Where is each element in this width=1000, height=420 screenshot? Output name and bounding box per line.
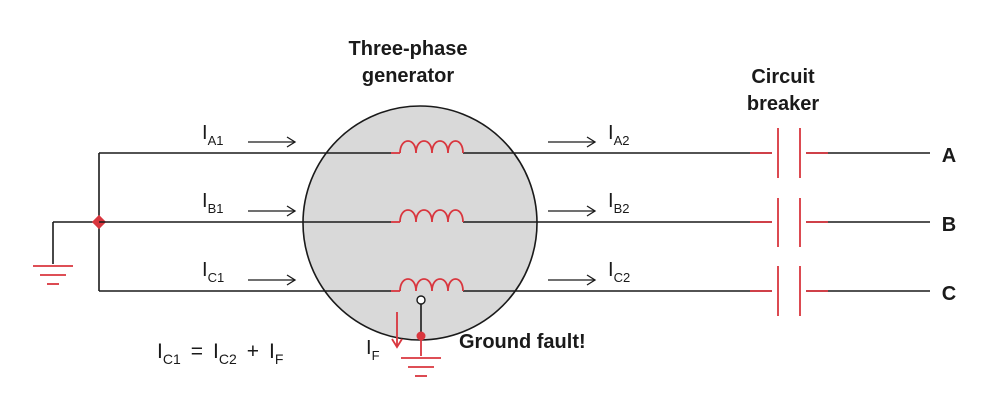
generator-title-line2: generator bbox=[362, 65, 454, 87]
generator-title-line1: Three-phase bbox=[349, 38, 468, 60]
fault-tap-node bbox=[416, 295, 426, 305]
arrow-ib1-icon bbox=[248, 205, 297, 217]
current-ic2-label: IC2 bbox=[608, 259, 630, 285]
current-ib2-label: IB2 bbox=[608, 190, 629, 216]
current-equation: IC1=IC2+IF bbox=[157, 340, 283, 367]
fault-current-label: IF bbox=[366, 337, 380, 363]
breaker-title-line1: Circuit bbox=[751, 66, 815, 88]
breaker-c-icon bbox=[750, 266, 828, 316]
fault-ground-node bbox=[416, 331, 426, 341]
terminal-b-label: B bbox=[942, 214, 956, 236]
generator-circle bbox=[302, 105, 538, 341]
arrow-ic2-icon bbox=[548, 274, 597, 286]
breaker-title-line2: breaker bbox=[747, 93, 819, 115]
arrow-ia1-icon bbox=[248, 136, 297, 148]
phase-a-coil-icon bbox=[391, 140, 464, 154]
current-ic1-label: IC1 bbox=[202, 259, 224, 285]
breaker-a-icon bbox=[750, 128, 828, 178]
arrow-ia2-icon bbox=[548, 136, 597, 148]
ground-fault-label: Ground fault! bbox=[459, 331, 586, 353]
arrow-ic1-icon bbox=[248, 274, 297, 286]
phase-c-coil-icon bbox=[391, 278, 464, 292]
current-ia2-label: IA2 bbox=[608, 122, 629, 148]
arrow-ib2-icon bbox=[548, 205, 597, 217]
terminal-c-label: C bbox=[942, 283, 956, 305]
current-ia1-label: IA1 bbox=[202, 122, 223, 148]
breaker-b-icon bbox=[750, 198, 828, 247]
neutral-ground-icon bbox=[33, 265, 73, 285]
fault-ground-icon bbox=[401, 357, 441, 377]
phase-b-coil-icon bbox=[391, 209, 464, 223]
current-ib1-label: IB1 bbox=[202, 190, 223, 216]
fault-current-arrow-icon bbox=[391, 312, 403, 349]
terminal-a-label: A bbox=[942, 145, 956, 167]
